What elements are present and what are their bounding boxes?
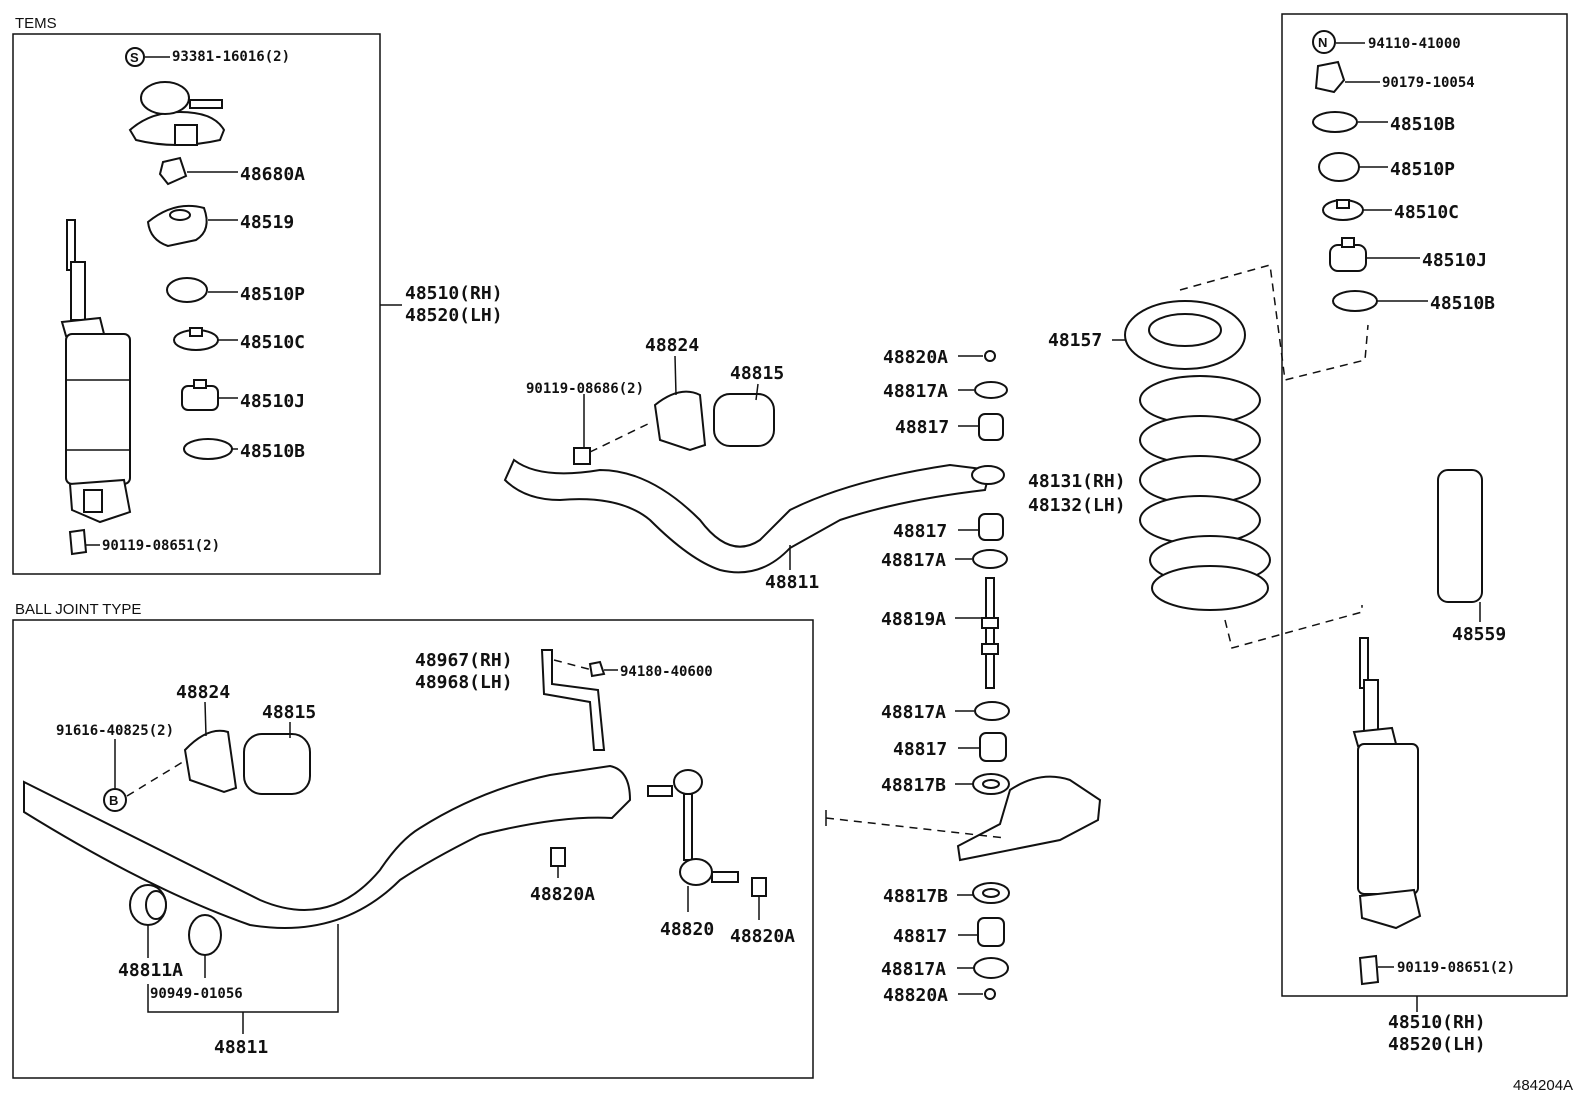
label-bj-48968: 48968(LH) bbox=[415, 672, 513, 693]
ball-joint-frame bbox=[12, 619, 814, 1079]
tems-section: TEMS S 93381-16016(2) 48680A bbox=[12, 15, 503, 575]
label-col-48817-4: 48817 bbox=[893, 926, 947, 947]
label-tems-48510b: 48510B bbox=[240, 441, 305, 462]
lower-arm-bracket bbox=[956, 775, 1102, 862]
label-bj-48815: 48815 bbox=[262, 702, 316, 723]
label-bj-48967: 48967(RH) bbox=[415, 650, 513, 671]
dust-boot-48559 bbox=[1437, 469, 1483, 603]
nut-48820a-1 bbox=[550, 847, 566, 867]
clamp-90949 bbox=[188, 914, 222, 956]
label-r-bolt-lower: 90119-08651(2) bbox=[1397, 960, 1515, 976]
n-tag: N bbox=[1318, 35, 1327, 50]
label-col-48817a-1: 48817A bbox=[883, 381, 948, 402]
label-col-48817a-4: 48817A bbox=[881, 959, 946, 980]
label-bj-48820: 48820 bbox=[660, 919, 714, 940]
top-stabilizer: 48824 48815 90119-08686(2) 48811 bbox=[503, 335, 1005, 593]
label-tems-48519: 48519 bbox=[240, 212, 294, 233]
coil-spring-assembly: 48157 48131(RH) 48132(LH) bbox=[1028, 264, 1369, 649]
label-r-48510c: 48510C bbox=[1394, 202, 1459, 223]
label-r-assy-lh: 48520(LH) bbox=[1388, 1034, 1486, 1055]
label-tems-48510p: 48510P bbox=[240, 284, 305, 305]
label-r-94110: 94110-41000 bbox=[1368, 36, 1461, 52]
tems-top-mount bbox=[128, 81, 226, 146]
label-bj-48820a-2: 48820A bbox=[730, 926, 795, 947]
section-title-ball-joint: BALL JOINT TYPE bbox=[15, 601, 141, 618]
label-col-48820a-top: 48820A bbox=[883, 347, 948, 368]
nut-48680a bbox=[158, 156, 188, 186]
b-tag: B bbox=[109, 793, 118, 808]
label-r-48510b-2: 48510B bbox=[1430, 293, 1495, 314]
label-bj-48811a: 48811A bbox=[118, 960, 183, 981]
nut-48820a-2 bbox=[751, 877, 767, 897]
tems-frame bbox=[12, 33, 381, 575]
label-col-48820a-bot: 48820A bbox=[883, 985, 948, 1006]
right-shock-section: N 94110-41000 90179-10054 48510B 48510P … bbox=[1281, 13, 1568, 1055]
label-tems-assy-lh: 48520(LH) bbox=[405, 305, 503, 326]
label-top-48815: 48815 bbox=[730, 363, 784, 384]
label-bj-48824: 48824 bbox=[176, 682, 230, 703]
cushion-48510p bbox=[166, 277, 208, 303]
bracket-48967 bbox=[540, 649, 606, 751]
washer-48510b bbox=[183, 438, 233, 460]
label-tems-bolt: 93381-16016(2) bbox=[172, 49, 290, 65]
label-top-bolt: 90119-08686(2) bbox=[526, 381, 644, 397]
ball-joint-section: BALL JOINT TYPE 48824 48815 B 91616-4082… bbox=[12, 601, 814, 1079]
label-bj-90949: 90949-01056 bbox=[150, 986, 243, 1002]
label-col-48817-3: 48817 bbox=[893, 739, 947, 760]
label-col-48817b-1: 48817B bbox=[881, 775, 946, 796]
section-title-tems: TEMS bbox=[15, 15, 57, 32]
label-top-48811: 48811 bbox=[765, 572, 819, 593]
right-shock-absorber bbox=[1352, 637, 1422, 930]
label-r-90179: 90179-10054 bbox=[1382, 75, 1475, 91]
stabilizer-bar-48811 bbox=[23, 764, 632, 929]
label-top-48824: 48824 bbox=[645, 335, 699, 356]
label-col-48817a-3: 48817A bbox=[881, 702, 946, 723]
label-col-48817-1: 48817 bbox=[895, 417, 949, 438]
bracket-48824-bj bbox=[183, 729, 238, 794]
s-tag: S bbox=[130, 50, 139, 65]
stabilizer-link-48820 bbox=[647, 769, 739, 886]
label-r-48510p: 48510P bbox=[1390, 159, 1455, 180]
bracket-48824-top bbox=[653, 390, 707, 452]
label-tems-assy-rh: 48510(RH) bbox=[405, 283, 503, 304]
label-bj-94180: 94180-40600 bbox=[620, 664, 713, 680]
label-bj-48811: 48811 bbox=[214, 1037, 268, 1058]
label-tems-48680a: 48680A bbox=[240, 164, 305, 185]
label-col-48817-2: 48817 bbox=[893, 521, 947, 542]
label-spring-seat: 48157 bbox=[1048, 330, 1102, 351]
s-tag-circle bbox=[125, 47, 145, 67]
label-tems-48510c: 48510C bbox=[240, 332, 305, 353]
link-column: 48820A 48817A 48817 48817 48817A 48819A … bbox=[825, 347, 1102, 1006]
right-frame bbox=[1281, 13, 1568, 997]
bolt-lower bbox=[68, 528, 88, 556]
bushing-48815-bj bbox=[243, 733, 311, 795]
bolt-top bbox=[573, 447, 591, 465]
label-r-assy-rh: 48510(RH) bbox=[1388, 1012, 1486, 1033]
label-bj-91616: 91616-40825(2) bbox=[56, 723, 174, 739]
label-r-48559: 48559 bbox=[1452, 624, 1506, 645]
label-col-48817b-2: 48817B bbox=[883, 886, 948, 907]
bushing-48815-top bbox=[713, 393, 775, 447]
label-tems-bolt-lower: 90119-08651(2) bbox=[102, 538, 220, 554]
label-spring-rh: 48131(RH) bbox=[1028, 471, 1126, 492]
tems-shock-absorber bbox=[60, 219, 132, 524]
label-r-48510b-1: 48510B bbox=[1390, 114, 1455, 135]
label-r-48510j: 48510J bbox=[1422, 250, 1487, 271]
label-col-48819a: 48819A bbox=[881, 609, 946, 630]
label-spring-lh: 48132(LH) bbox=[1028, 495, 1126, 516]
cushion-48510j bbox=[181, 385, 219, 411]
document-code: 484204A bbox=[1513, 1077, 1573, 1094]
label-bj-48820a-1: 48820A bbox=[530, 884, 595, 905]
insulator-48519 bbox=[146, 204, 208, 248]
label-tems-48510j: 48510J bbox=[240, 391, 305, 412]
label-col-48817a-2: 48817A bbox=[881, 550, 946, 571]
